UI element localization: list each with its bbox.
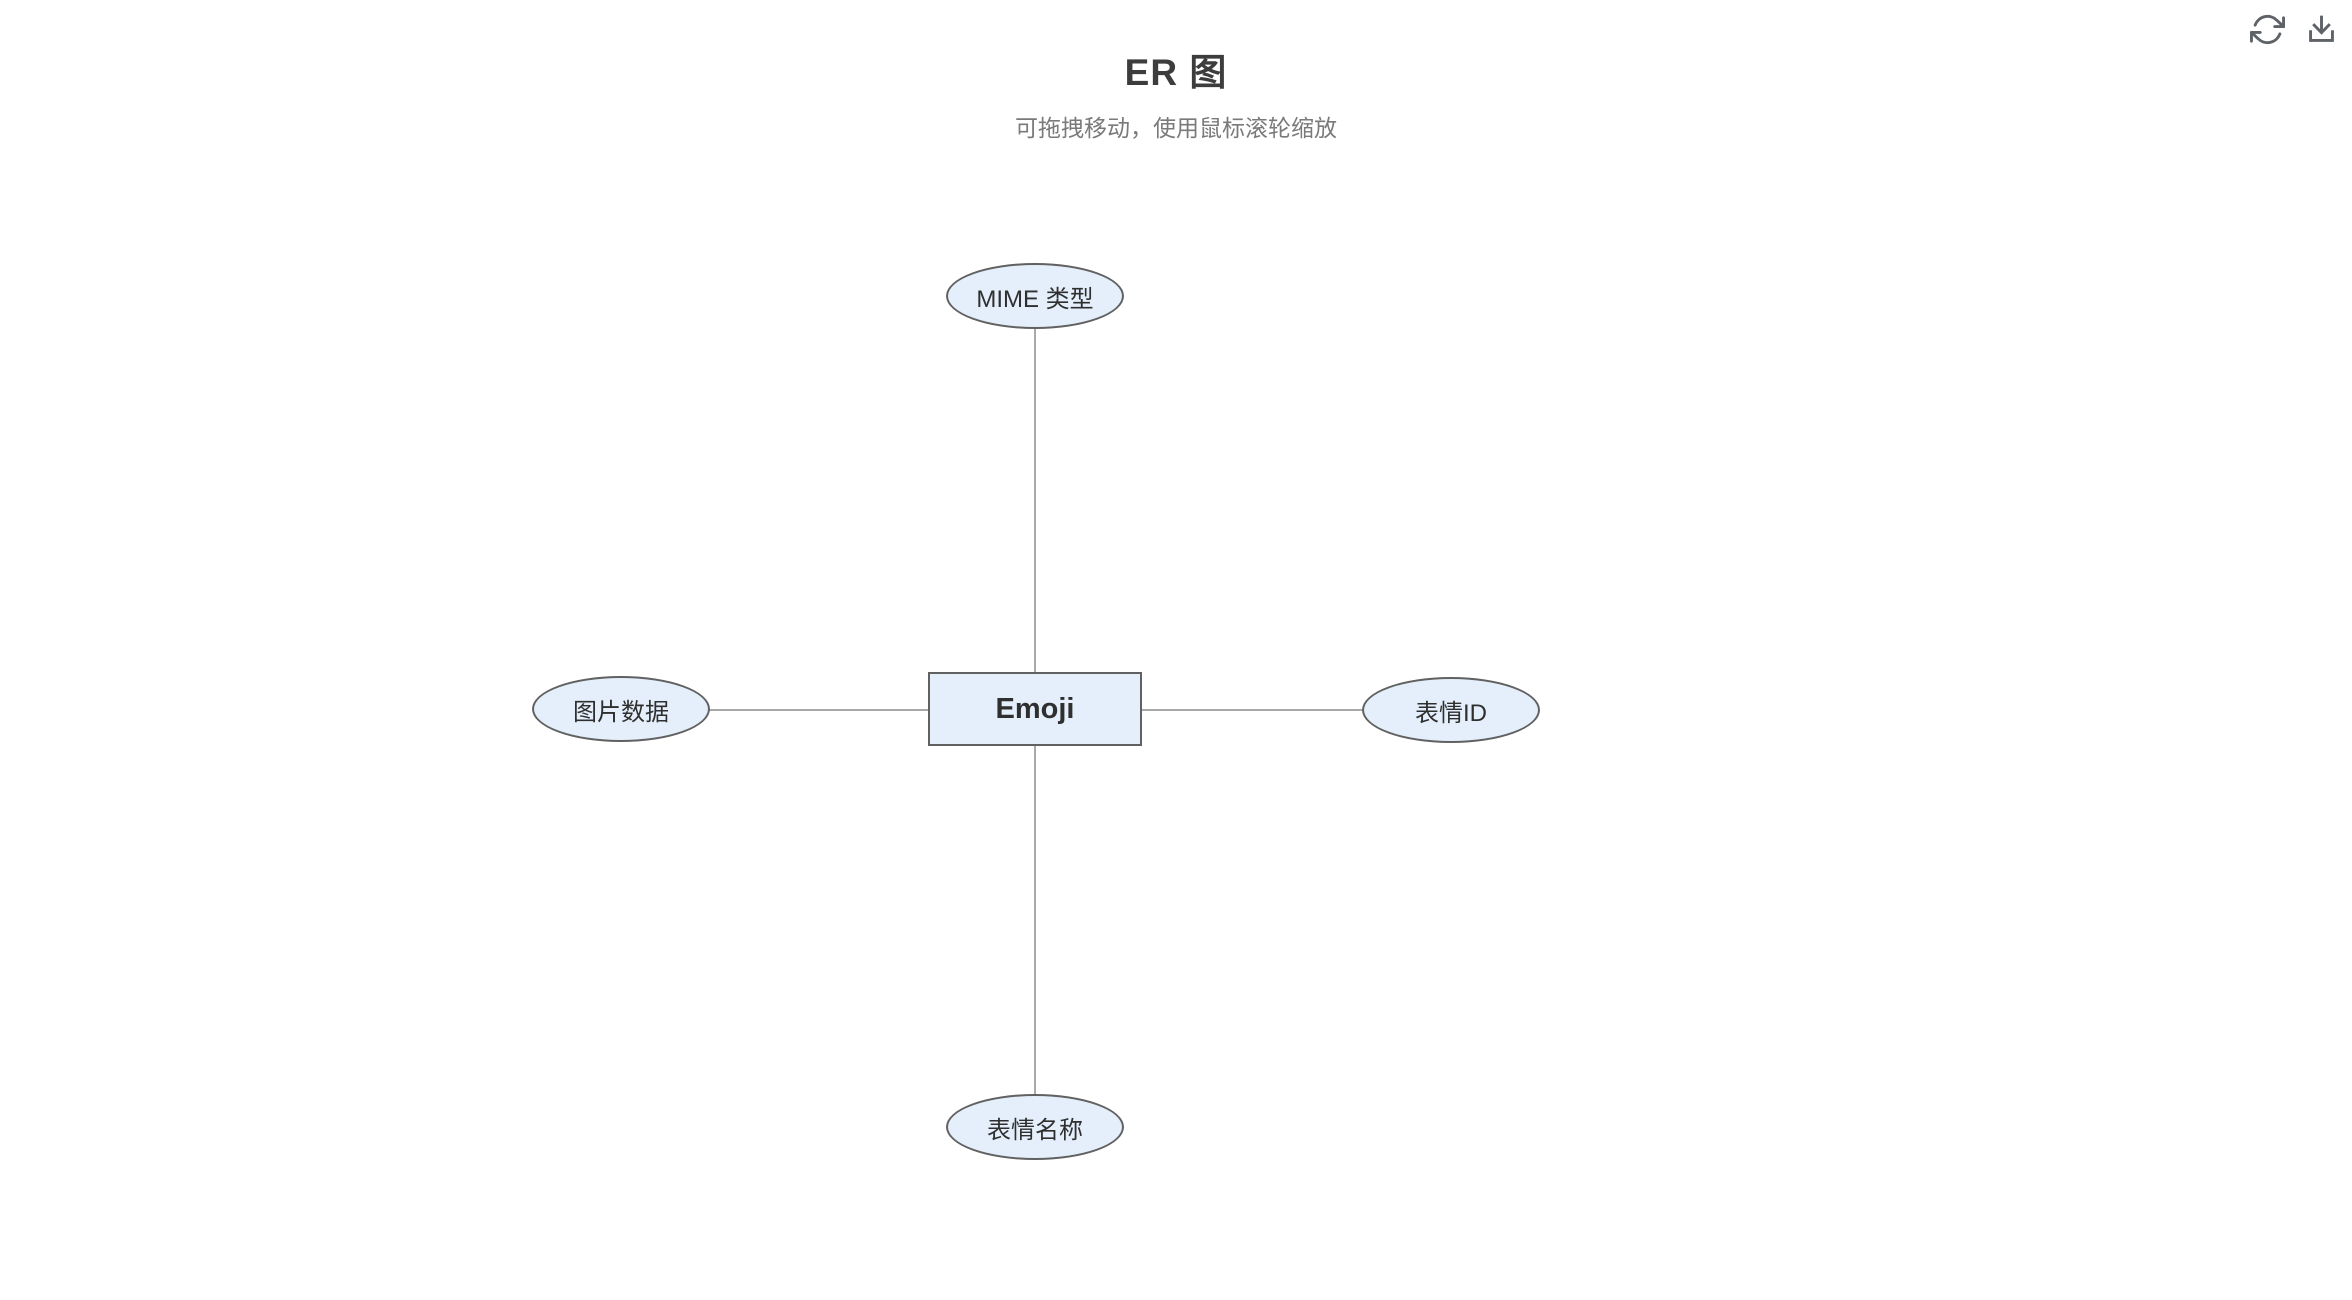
connector-entity-to-emoji-name: [1034, 746, 1036, 1095]
connector-entity-to-mime-type: [1034, 329, 1036, 672]
toolbar: [2250, 12, 2339, 47]
attribute-node-mime-type[interactable]: MIME 类型: [946, 263, 1124, 329]
attribute-label: MIME 类型: [976, 285, 1094, 313]
refresh-icon: [2250, 15, 2285, 44]
attribute-node-image-data[interactable]: 图片数据: [532, 676, 710, 742]
page-subtitle: 可拖拽移动，使用鼠标滚轮缩放: [1015, 115, 1337, 141]
entity-node-emoji[interactable]: Emoji: [928, 672, 1142, 746]
attribute-label: 图片数据: [573, 698, 669, 726]
refresh-button[interactable]: [2250, 12, 2285, 47]
page-title: ER 图: [1124, 52, 1228, 93]
connector-entity-to-image-data: [708, 709, 928, 711]
entity-label: Emoji: [995, 692, 1075, 725]
download-icon: [2309, 15, 2334, 42]
header: ER 图 可拖拽移动，使用鼠标滚轮缩放: [0, 0, 2352, 143]
attribute-label: 表情ID: [1415, 699, 1487, 727]
attribute-label: 表情名称: [987, 1116, 1083, 1144]
download-button[interactable]: [2304, 12, 2339, 47]
attribute-node-emoji-name[interactable]: 表情名称: [946, 1094, 1124, 1160]
connector-entity-to-emoji-id: [1142, 709, 1364, 711]
attribute-node-emoji-id[interactable]: 表情ID: [1362, 677, 1540, 743]
